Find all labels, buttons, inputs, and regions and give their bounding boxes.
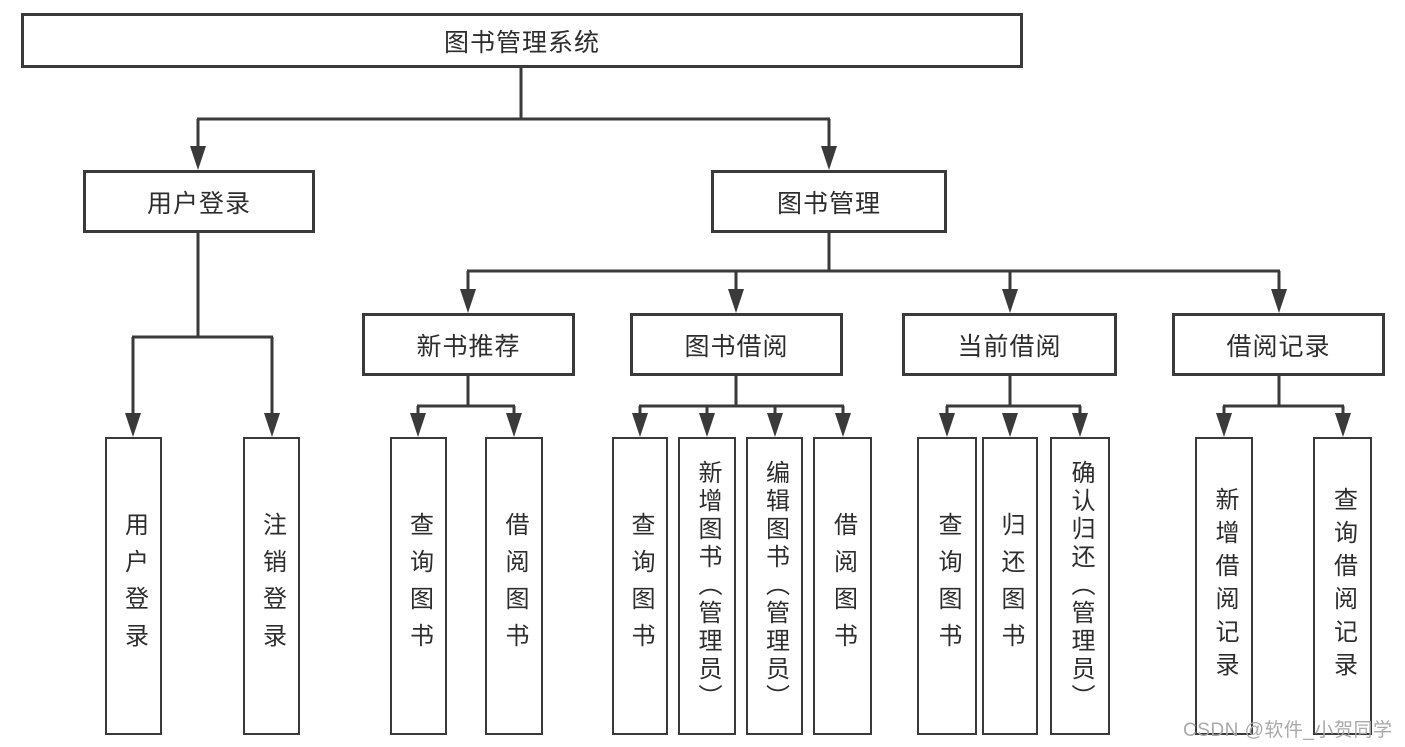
leaf-label: 注销登录 [258,512,286,660]
leaf-label: 查询借阅记录 [1329,487,1357,685]
leaf-borrow-books: 借阅图书 [813,437,872,735]
leaf-label: 查询图书 [405,512,433,660]
leaf-add-books-admin: 新增图书（管理员） [678,437,736,735]
node-book-management: 图书管理 [711,170,947,233]
node-borrow-records: 借阅记录 [1172,313,1385,376]
node-label: 图书借阅 [684,332,789,361]
leaf-label: 查询图书 [934,512,961,660]
leaf-label: 借阅图书 [829,512,857,660]
node-label: 图书管理 [776,189,881,218]
node-book-borrow: 图书借阅 [630,313,843,376]
node-user-login: 用户登录 [83,170,315,233]
leaf-add-borrow-record: 新增借阅记录 [1195,437,1253,735]
node-current-borrow: 当前借阅 [902,313,1117,376]
leaf-query-books-recommend: 查询图书 [390,437,447,735]
csdn-watermark: CSDN @软件_小贺同学 [1183,720,1393,741]
node-label: 新书推荐 [416,332,521,361]
leaf-label: 借阅图书 [501,512,528,660]
leaf-label: 归还图书 [997,512,1024,660]
leaf-label: 新增借阅记录 [1211,487,1238,685]
leaf-user-login: 用户登录 [105,437,162,735]
leaf-query-books-current: 查询图书 [917,437,977,735]
leaf-confirm-return-admin: 确认归还（管理员） [1050,437,1110,735]
leaf-label: 查询图书 [627,512,654,660]
leaf-query-borrow-record: 查询借阅记录 [1313,437,1372,735]
leaf-label: 确认归还（管理员） [1067,460,1094,712]
leaf-logout-login: 注销登录 [243,437,300,735]
leaf-return-books: 归还图书 [982,437,1038,735]
node-library-management-system: 图书管理系统 [21,13,1023,68]
leaf-label: 新增图书（管理员） [694,460,721,712]
leaf-label: 用户登录 [120,512,148,660]
leaf-borrow-books-recommend: 借阅图书 [485,437,543,735]
leaf-label: 编辑图书（管理员） [761,460,789,712]
node-label: 借阅记录 [1226,332,1331,361]
node-label: 当前借阅 [957,332,1062,361]
leaf-edit-books-admin: 编辑图书（管理员） [746,437,803,735]
node-label: 用户登录 [146,189,251,218]
leaf-query-books-borrow: 查询图书 [612,437,668,735]
node-new-book-recommend: 新书推荐 [362,313,575,376]
node-label: 图书管理系统 [443,28,600,57]
